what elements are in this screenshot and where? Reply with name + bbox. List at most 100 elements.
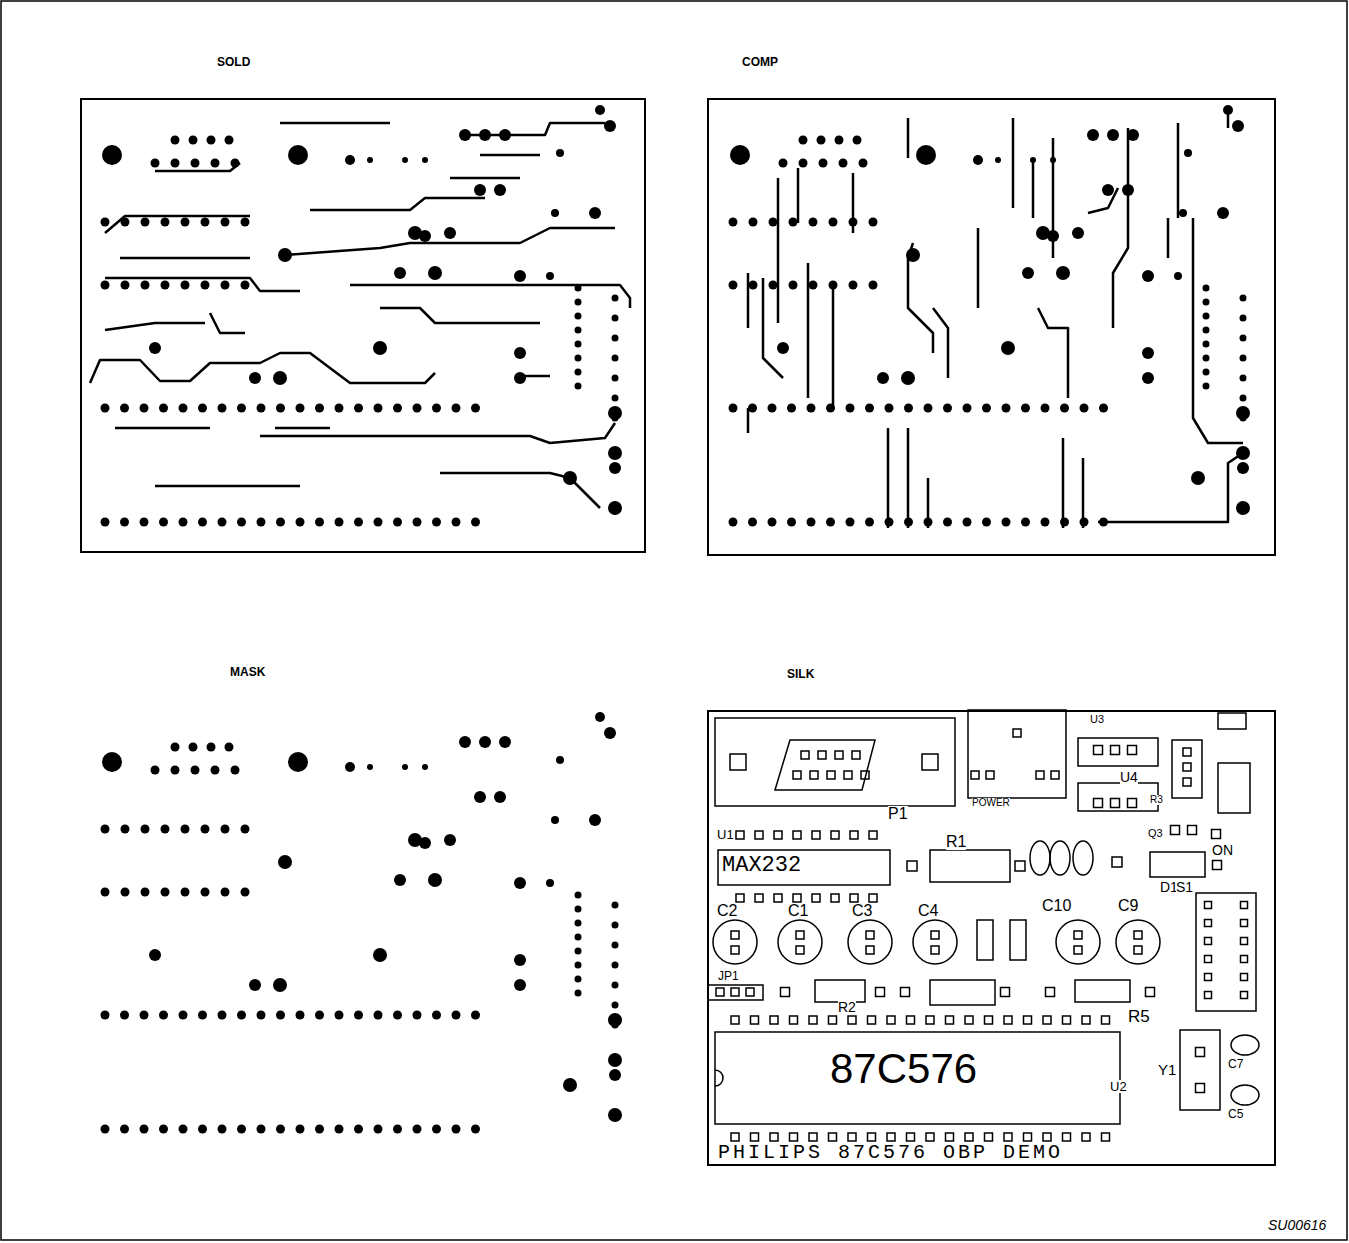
silk-label: U4	[1120, 770, 1138, 784]
board-panel: SOLD	[80, 98, 646, 553]
silk-outline	[713, 920, 757, 964]
pad	[432, 1125, 441, 1134]
pad	[452, 518, 461, 527]
pad	[102, 752, 122, 772]
pad	[943, 518, 952, 527]
silk-pad	[1094, 799, 1103, 808]
pad	[273, 371, 287, 385]
pad	[885, 404, 894, 413]
pad	[221, 281, 230, 290]
pad	[335, 1011, 344, 1020]
pad	[1203, 383, 1210, 390]
pad	[201, 281, 210, 290]
pad	[354, 1125, 363, 1134]
silk-pad	[1183, 778, 1191, 786]
pad	[846, 404, 855, 413]
pad	[402, 157, 408, 163]
pad	[171, 743, 180, 752]
silk-outline	[718, 850, 890, 885]
pad	[1191, 471, 1205, 485]
silk-pad	[1213, 861, 1222, 870]
pad	[452, 1011, 461, 1020]
pad	[141, 825, 150, 834]
pad	[315, 404, 324, 413]
pad	[612, 1002, 619, 1009]
silk-pad	[1051, 771, 1059, 779]
silk-pad	[751, 1133, 759, 1141]
pad	[787, 404, 796, 413]
pad	[1060, 404, 1069, 413]
pad	[198, 404, 207, 413]
pad	[345, 762, 355, 772]
pad	[257, 518, 266, 527]
silk-pad	[770, 1133, 778, 1141]
silk-pad	[730, 754, 746, 770]
pad	[101, 1125, 110, 1134]
silk-outline	[1231, 1085, 1259, 1105]
silk-label: C7	[1228, 1058, 1243, 1070]
pad	[140, 404, 149, 413]
pad	[159, 1011, 168, 1020]
pad	[471, 1125, 480, 1134]
copper-trace	[105, 278, 300, 291]
silk-pad	[1036, 771, 1044, 779]
pad	[859, 159, 868, 168]
pad	[556, 756, 564, 764]
pad	[1072, 227, 1084, 239]
copper-trace	[1062, 438, 1065, 528]
pad	[1240, 315, 1247, 322]
pad	[748, 518, 757, 527]
pad	[1142, 270, 1154, 282]
pad	[1203, 313, 1210, 320]
pad	[179, 404, 188, 413]
silk-outline	[1218, 713, 1246, 729]
silk-label: C4	[918, 903, 938, 919]
pad	[198, 1011, 207, 1020]
silk-label: U3	[1090, 714, 1104, 725]
pad	[120, 518, 129, 527]
silk-pad	[965, 1133, 973, 1141]
pad	[546, 879, 554, 887]
panel-heading: COMP	[742, 55, 778, 69]
pad	[982, 518, 991, 527]
copper-trace	[887, 428, 890, 528]
pad	[374, 1011, 383, 1020]
copper-trace	[210, 313, 245, 333]
silk-pad	[809, 1016, 817, 1024]
pad	[335, 518, 344, 527]
silk-label: C5	[1228, 1108, 1243, 1120]
board-panel: MASK	[80, 705, 646, 1150]
silk-pad	[1205, 902, 1212, 909]
pad	[413, 518, 422, 527]
pad	[171, 136, 180, 145]
pad	[189, 743, 198, 752]
pad	[916, 145, 936, 165]
pad	[729, 404, 738, 413]
pad	[141, 888, 150, 897]
pad	[393, 1011, 402, 1020]
pad	[749, 281, 758, 290]
pad	[218, 404, 227, 413]
silk-label: MAX232	[722, 855, 801, 877]
silk-pad	[1183, 748, 1191, 756]
pad	[551, 209, 559, 217]
pad	[612, 962, 619, 969]
silk-pad	[1111, 746, 1120, 755]
silk-pad	[829, 1133, 837, 1141]
silk-pad	[1074, 946, 1082, 954]
pad	[191, 766, 200, 775]
pad	[159, 518, 168, 527]
pad	[249, 372, 261, 384]
silk-outline	[1116, 920, 1160, 964]
pad	[373, 948, 387, 962]
copper-trace	[933, 308, 948, 378]
silk-pad	[946, 1133, 954, 1141]
pad	[151, 159, 160, 168]
silk-outline	[1056, 920, 1100, 964]
pad	[241, 825, 250, 834]
silk-pad	[755, 894, 763, 902]
copper-trace	[1052, 138, 1055, 258]
pad	[809, 218, 818, 227]
silk-pad	[850, 894, 858, 902]
